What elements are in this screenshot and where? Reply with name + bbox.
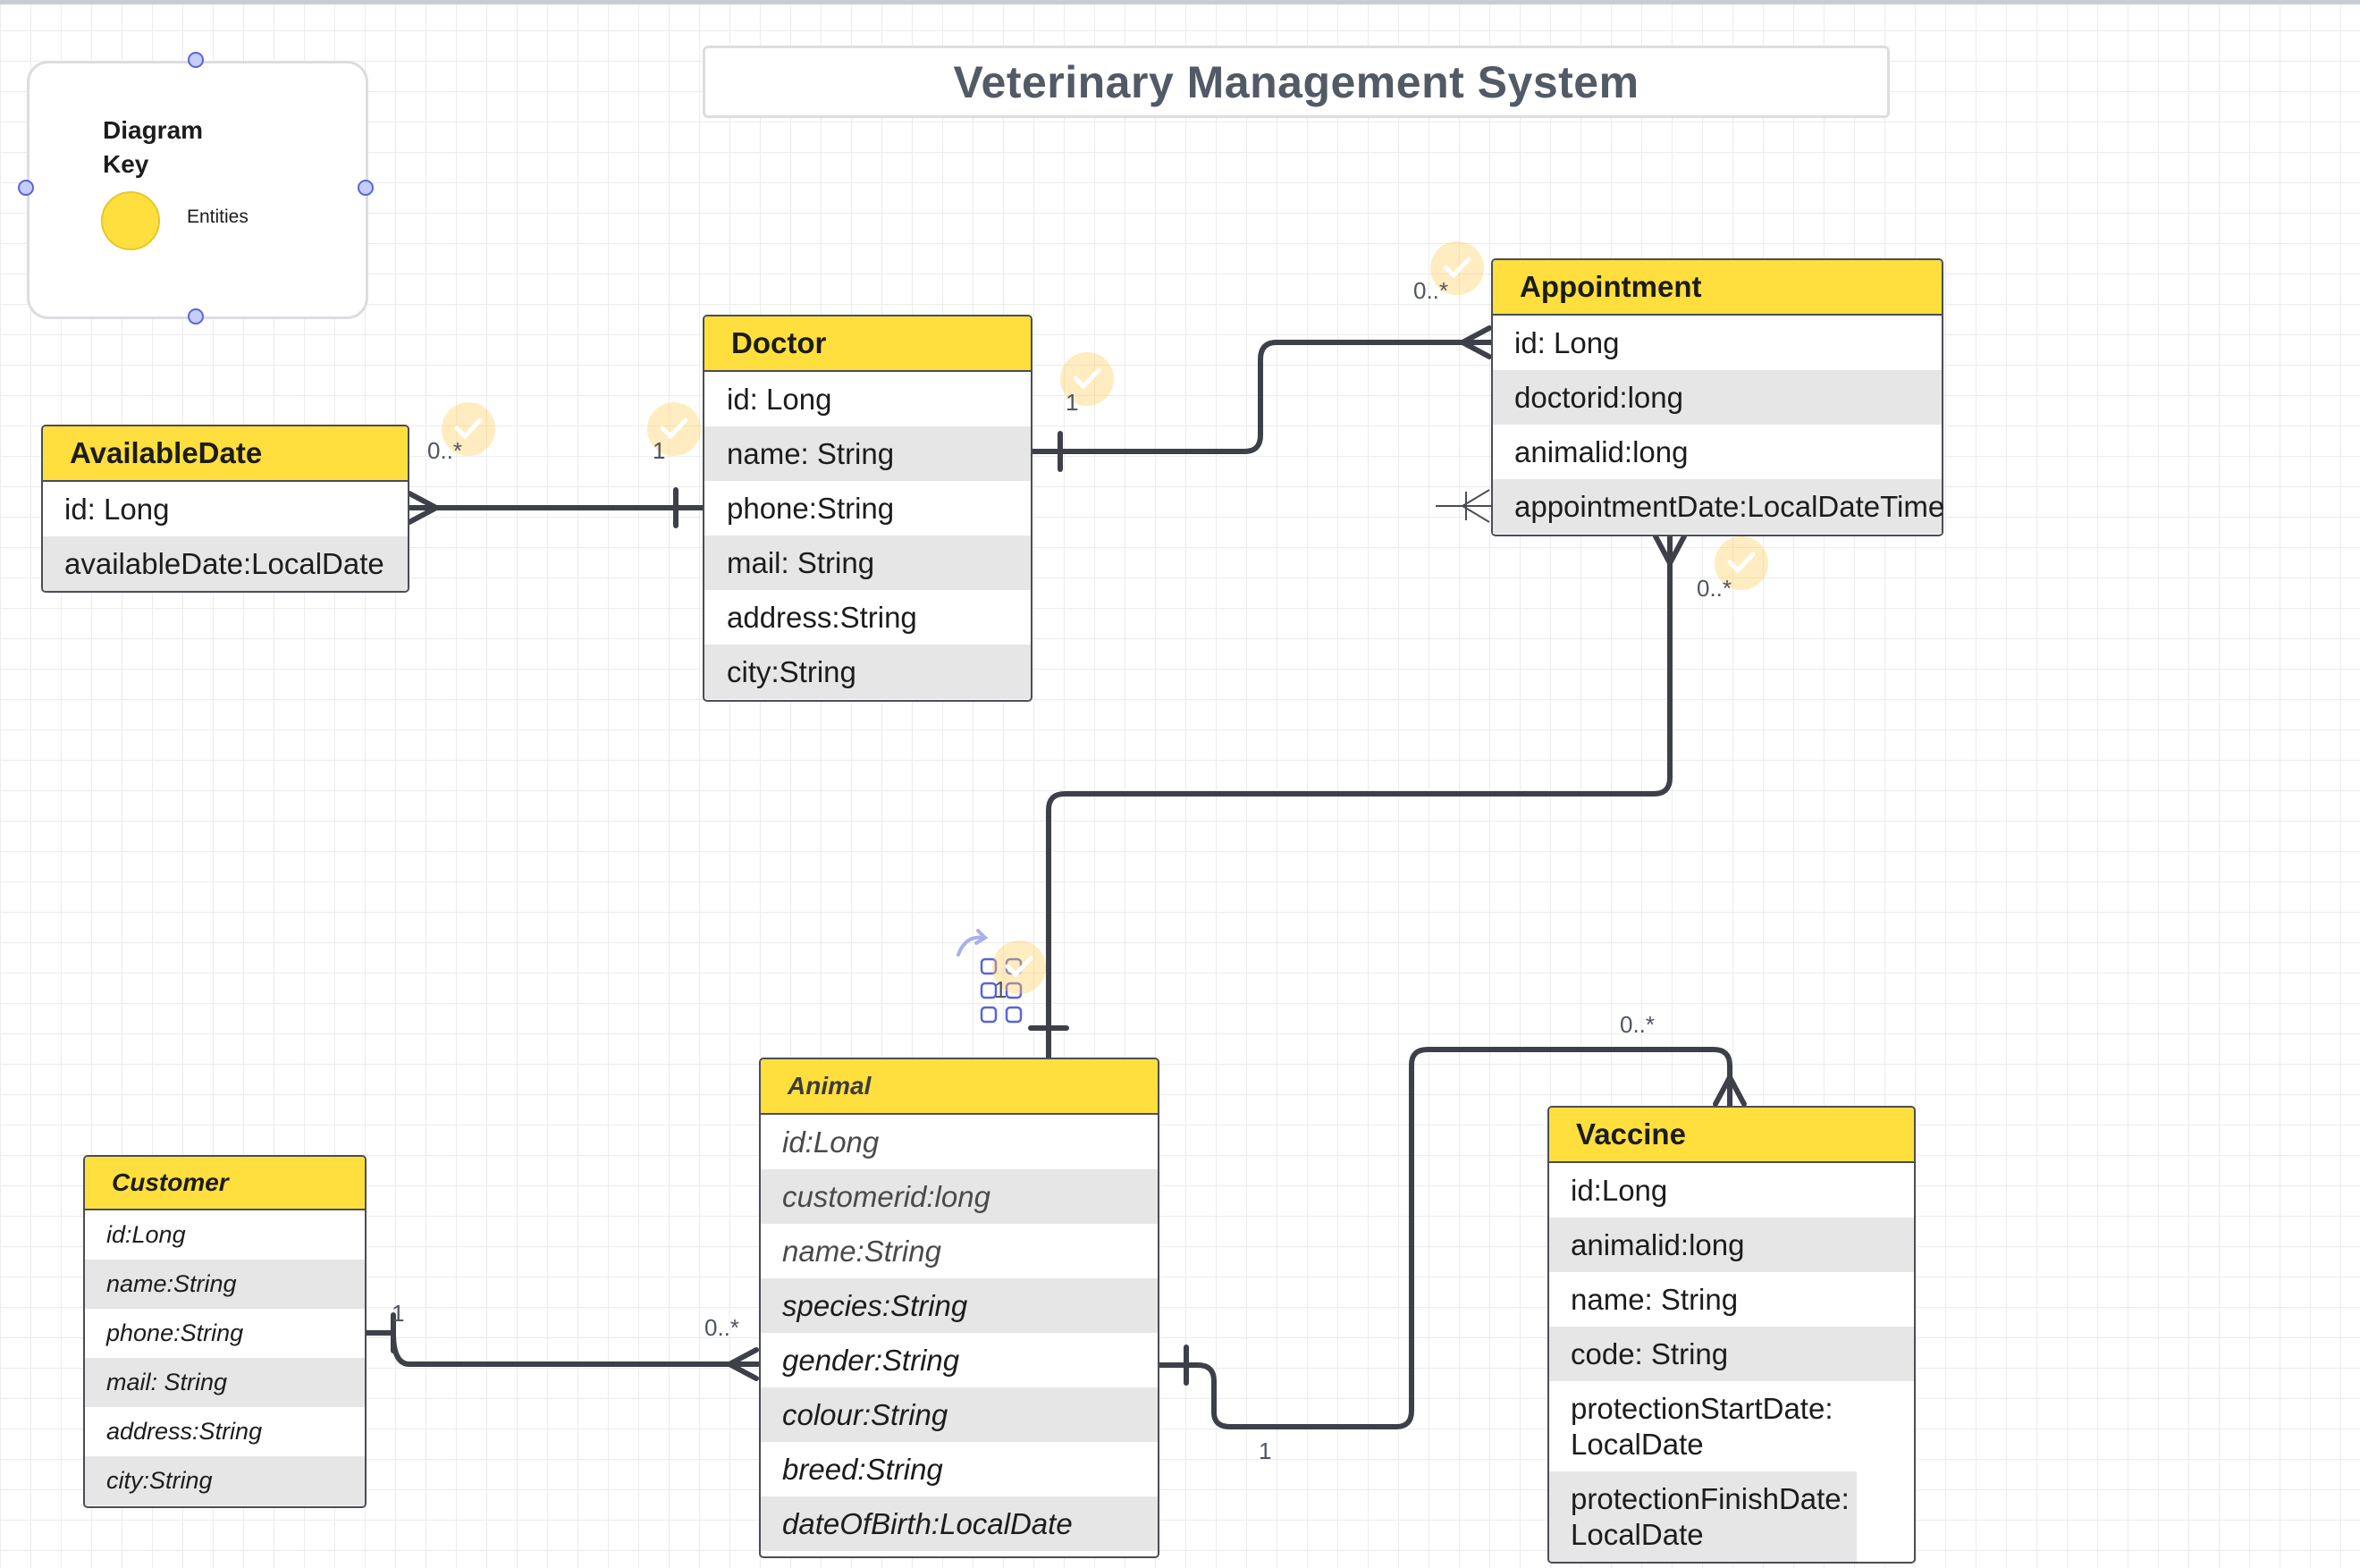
field-row: customerid:long [761,1169,1158,1224]
mult-customer: 1 [392,1300,405,1327]
field-row: protectionFinishDate: LocalDate [1549,1471,1857,1562]
resize-handle-top[interactable] [188,52,204,68]
field-row: city:String [85,1456,365,1505]
top-bar [0,0,2360,4]
diagram-title-box[interactable]: Veterinary Management System [703,46,1890,118]
field-row: address:String [85,1407,365,1456]
entity-appointment[interactable]: Appointment id: Long doctorid:long anima… [1491,258,1944,536]
mult-doctor-available: 1 [653,437,666,464]
resize-handle-right[interactable] [358,180,374,196]
field-row: animalid:long [1549,1218,1914,1272]
entity-header: Vaccine [1549,1108,1914,1163]
mult-vaccine: 0..* [1620,1011,1656,1038]
field-row: species:String [761,1278,1158,1333]
mult-animal-customer: 0..* [704,1314,740,1341]
rotate-handle-icon [957,935,985,957]
resize-handle-bottom[interactable] [188,308,204,325]
field-row: id:Long [761,1115,1158,1169]
line-customer-animal [362,1330,761,1367]
check-marker-icon [647,402,701,456]
selection-widget [980,957,1023,1024]
field-row: code: String [1549,1327,1914,1381]
field-row: mail: String [704,535,1031,590]
crowfoot-appointment-doctor [1460,325,1492,359]
field-row: name: String [704,426,1031,481]
field-row: id: Long [1493,316,1942,370]
entity-customer[interactable]: Customer id:Long name:String phone:Strin… [83,1155,367,1508]
mult-appointment-doctor: 0..* [1413,277,1449,304]
entity-header: AvailableDate [43,426,408,482]
line-animal-vaccine [1155,1047,1732,1429]
mult-appointment-animal: 0..* [1697,575,1732,602]
entity-header: Doctor [704,316,1031,372]
field-row: phone:String [704,481,1031,535]
mult-availabledate: 0..* [427,437,463,464]
crowfoot-animal-customer [727,1347,759,1381]
entity-color-swatch [101,191,160,250]
line-doctor-appointment [1028,340,1494,454]
check-marker-icon [992,940,1046,994]
crowfoot-availabledate [407,491,439,525]
crowfoot-vaccine [1713,1075,1747,1107]
field-row: dateOfBirth:LocalDate [761,1496,1158,1551]
entity-header: Customer [85,1157,365,1210]
key-title: Diagram Key [103,116,204,178]
entity-header: Appointment [1493,260,1942,316]
check-marker-icon [442,402,495,456]
field-list: id:Long animalid:long name: String code:… [1549,1163,1914,1562]
field-row: city:String [704,645,1031,699]
line-appointment-animal [1046,531,1673,1060]
key-entities-label: Entities [187,207,249,227]
mult-animal-vaccine: 1 [1259,1437,1272,1464]
entity-animal[interactable]: Animal id:Long customerid:long name:Stri… [759,1058,1159,1558]
entity-header: Animal [761,1059,1158,1115]
resize-handle-left[interactable] [18,180,34,196]
diagram-title: Veterinary Management System [953,56,1639,107]
mult-doctor-appt: 1 [1066,389,1079,416]
field-row: availableDate:LocalDate [43,536,408,591]
field-row: id:Long [1549,1163,1914,1218]
field-row: colour:String [761,1387,1158,1442]
field-row: gender:String [761,1333,1158,1387]
field-list: id: Long name: String phone:String mail:… [704,372,1031,699]
field-row: id:Long [85,1210,365,1260]
entity-availabledate[interactable]: AvailableDate id: Long availableDate:Loc… [41,425,409,593]
ghost-connector [1436,489,1493,523]
field-list: id: Long doctorid:long animalid:long app… [1493,316,1944,534]
field-row: name:String [85,1260,365,1309]
field-list: id:Long customerid:long name:String spec… [761,1115,1158,1551]
entity-vaccine[interactable]: Vaccine id:Long animalid:long name: Stri… [1547,1106,1916,1564]
crowfoot-appointment-animal [1653,534,1687,566]
field-row: id: Long [704,372,1031,426]
entity-doctor[interactable]: Doctor id: Long name: String phone:Strin… [703,315,1032,702]
field-row: phone:String [85,1309,365,1358]
field-list: id:Long name:String phone:String mail: S… [85,1210,365,1505]
field-row: animalid:long [1493,425,1942,479]
check-marker-icon [1430,241,1484,295]
field-row: appointmentDate:LocalDateTime [1493,479,1944,534]
check-marker-icon [1060,352,1114,406]
field-row: name:String [761,1224,1158,1278]
field-row: name: String [1549,1272,1914,1327]
field-row: mail: String [85,1358,365,1407]
field-row: address:String [704,590,1031,645]
check-marker-icon [1715,536,1768,590]
field-row: breed:String [761,1442,1158,1496]
field-row: id: Long [43,482,408,536]
mult-animal-appt: 1 [994,976,1007,1003]
field-row: doctorid:long [1493,370,1942,425]
field-row: protectionStartDate: LocalDate [1549,1381,1857,1471]
